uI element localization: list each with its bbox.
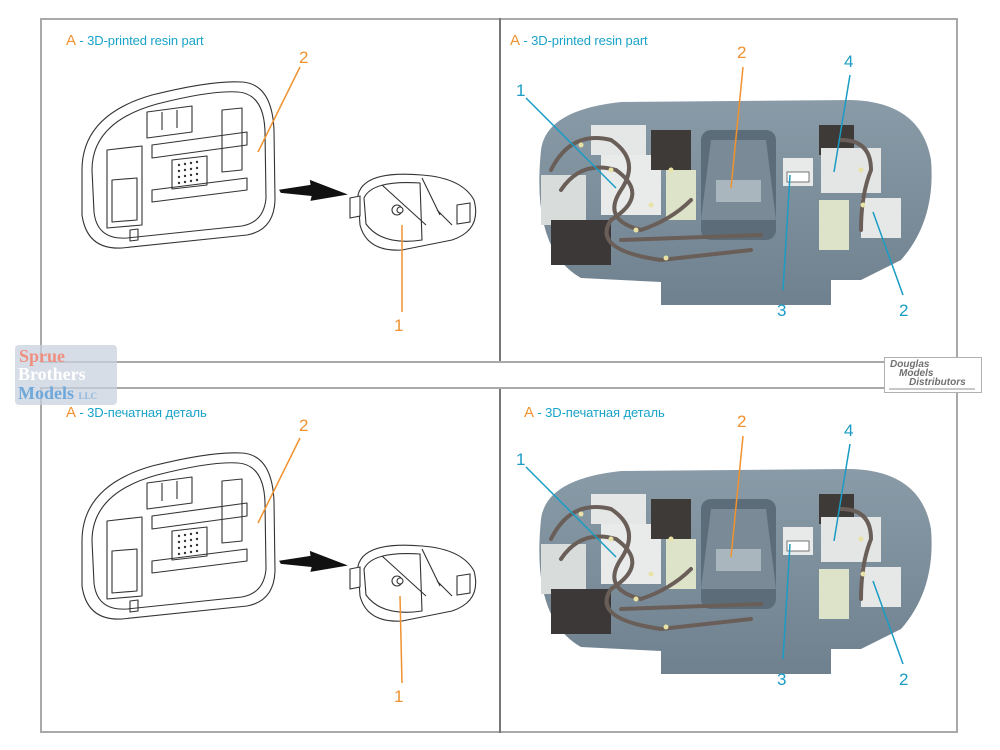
leader-line-2 [257,66,301,153]
part-letter: A [66,404,76,421]
callout-number: 4 [844,52,854,71]
frame-center-top [499,18,501,362]
wiring-harness [549,136,874,263]
panel-title: A - 3D-печатная деталь [524,404,665,421]
cable-ties [578,142,866,261]
frame-left-bottom [40,388,42,733]
line-drawing-illustration [81,66,477,312]
logo-line: Models [899,368,934,379]
part-letter: A [524,404,534,421]
part-description: - 3D-printed resin part [523,33,648,48]
leader-line-1 [525,97,617,189]
logo-line: Models LLC [18,383,97,404]
callout-number: 2 [299,416,309,435]
leader-line-3 [782,174,791,291]
callout-number: 1 [394,316,404,335]
part-description: - 3D-печатная деталь [537,405,665,420]
panel-title: A - 3D-печатная деталь [66,404,207,421]
logo-strip [889,388,975,390]
panel-bottom-left: A - 3D-печатная деталь [42,389,499,731]
vent-holes [177,160,199,185]
frame-right-bottom [956,388,958,733]
sprue-brothers-logo: Sprue Brothers Models LLC [15,345,117,405]
cable-ties [578,511,866,630]
callout-number: 2 [899,670,909,689]
leader-line-3 [782,543,791,660]
panel-top-left: A - 3D-printed resin part [42,20,499,361]
callout-number: 2 [737,412,747,431]
part-letter: A [510,32,520,49]
callout-number: 3 [777,670,787,689]
leader-line-2b [872,211,904,296]
part-description: - 3D-printed resin part [79,33,204,48]
leader-line-1 [399,595,403,684]
logo-line: Douglas [890,359,930,370]
leader-line-2 [730,435,744,558]
part-1-drawing [349,173,477,251]
logo-line: Brothers [18,364,86,384]
callout-number: 2 [899,301,909,320]
logo-line: Sprue [19,346,66,366]
line-drawing-illustration [81,437,477,684]
leader-line-2 [257,437,301,524]
resin-part-photo [525,66,932,305]
frame-center-bottom [499,388,501,733]
frame-right-top [956,18,958,362]
callout-number: 1 [516,81,526,100]
insert-arrow [279,550,348,572]
callout-number: 2 [299,48,309,67]
leader-line-2 [730,66,744,189]
frame-mid-upper [40,361,958,363]
resin-part-photo [525,435,932,674]
part-letter: A [66,32,76,49]
frame-left-top [40,18,42,362]
panel-bottom-right: A - 3D-печатная деталь [501,389,956,731]
logo-suffix: LLC [78,391,98,401]
leader-line-1 [525,466,617,558]
douglas-models-logo: Douglas Models Distributors [884,357,982,393]
leader-line-2b [872,580,904,665]
logo-word: Models [18,383,74,403]
panel-top-right: A - 3D-printed resin part [501,20,956,361]
callout-number: 4 [844,421,854,440]
panel-title: A - 3D-printed resin part [510,32,648,49]
part-1-drawing [349,544,477,622]
callout-number: 2 [737,43,747,62]
leader-line-4 [833,443,851,542]
vent-holes [177,531,199,556]
frame-mid-lower [40,387,958,389]
logo-line: Distributors [909,377,966,388]
panel-title: A - 3D-printed resin part [66,32,204,49]
insert-arrow [279,179,348,201]
callout-number: 3 [777,301,787,320]
wiring-harness [549,505,874,632]
callout-number: 1 [394,687,404,706]
leader-line-4 [833,74,851,173]
callout-number: 1 [516,450,526,469]
part-description: - 3D-печатная деталь [79,405,207,420]
